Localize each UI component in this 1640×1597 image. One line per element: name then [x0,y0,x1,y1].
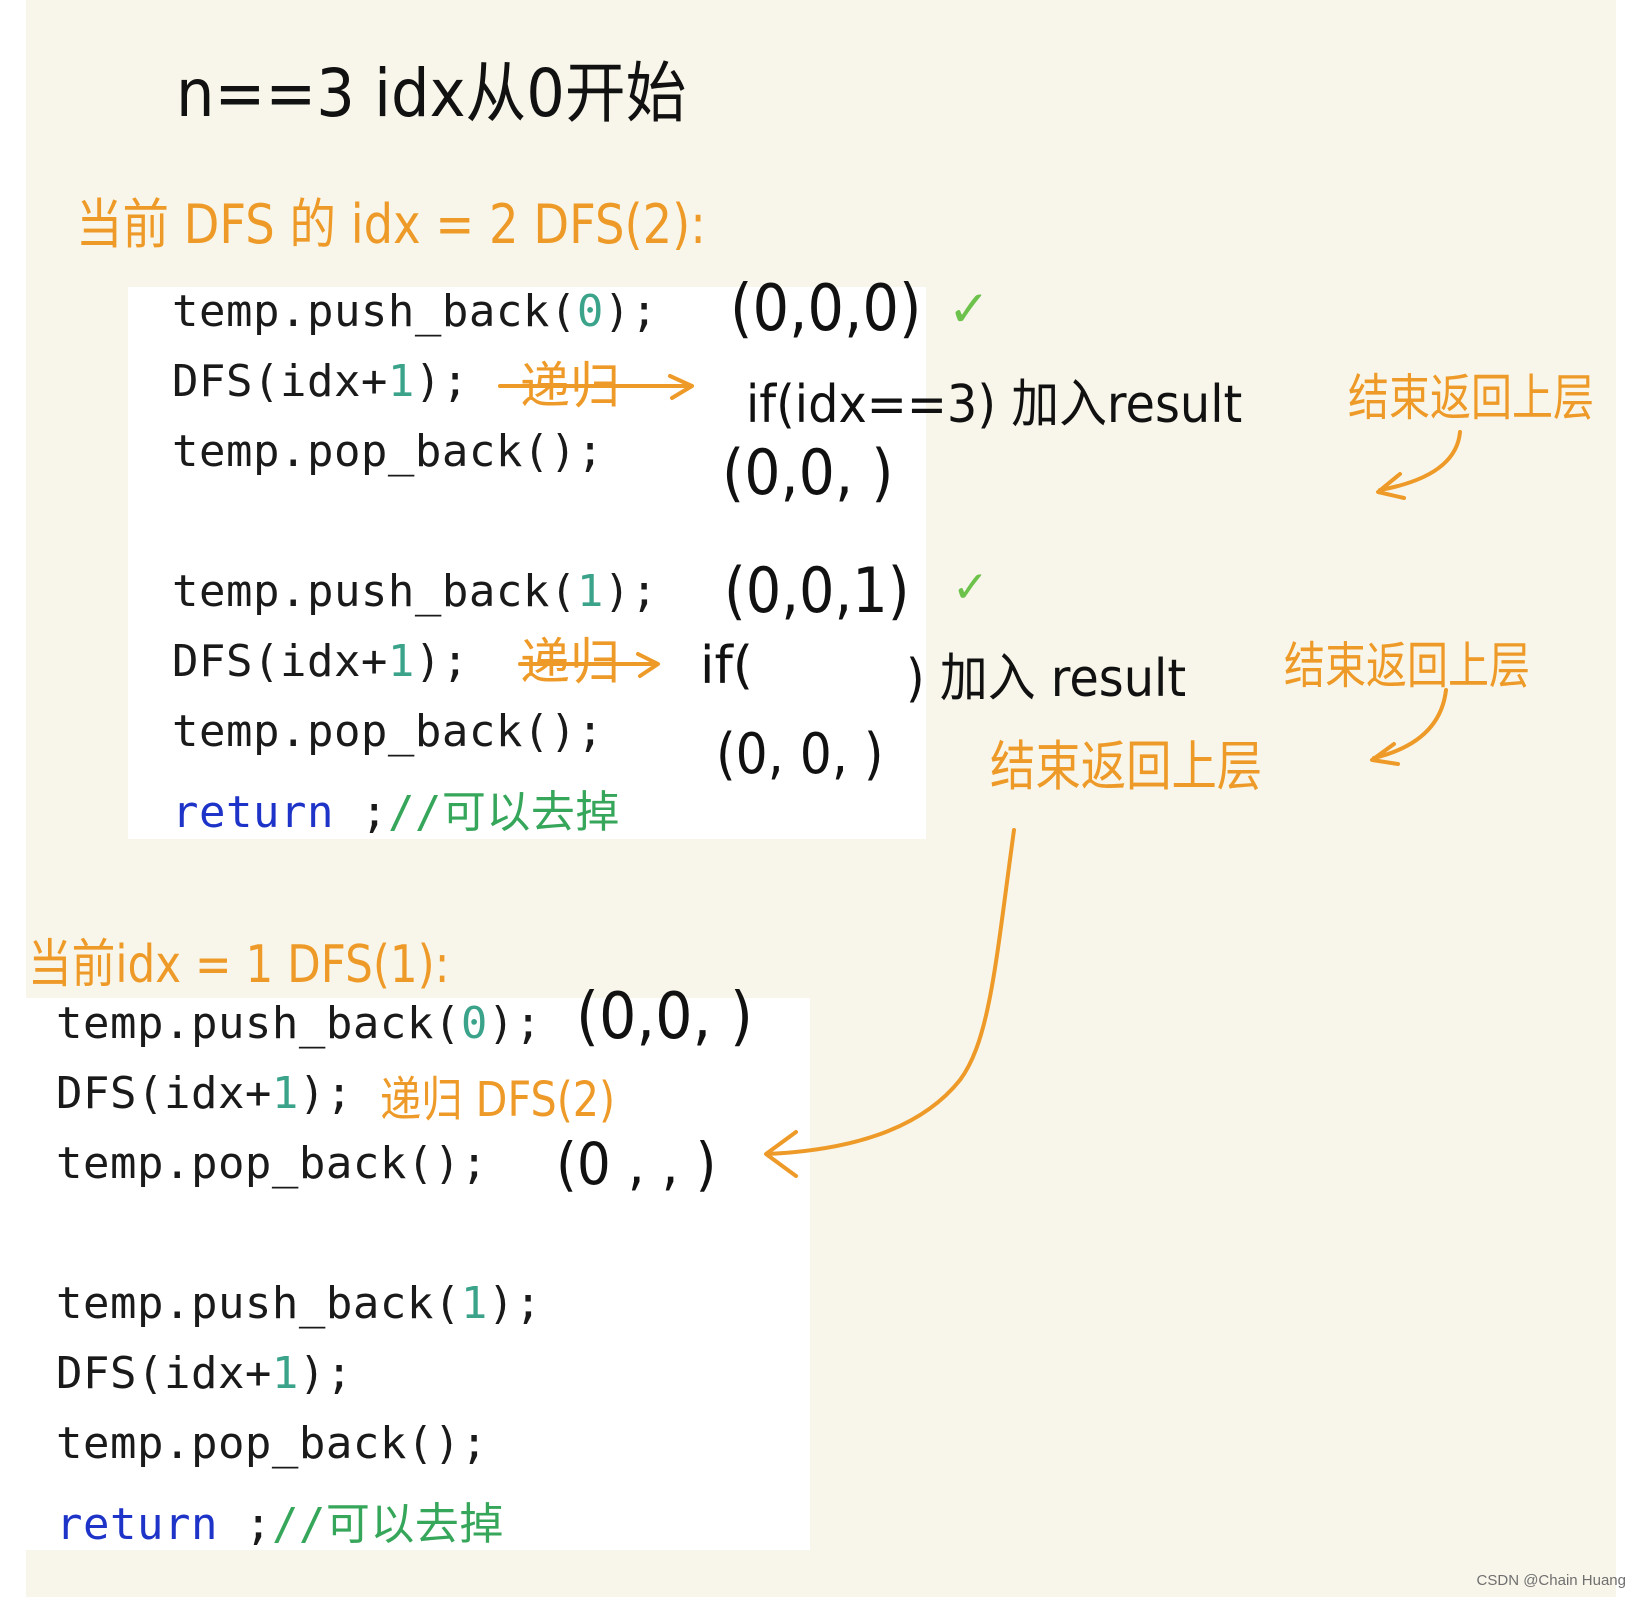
s1-recurse-2: 递归 [520,633,620,691]
section1-code-line-2: DFS(idx+1); [172,356,469,407]
section1-code-line-4: temp.push_back(1); [172,566,658,617]
s1-end-2: 结束返回上层 [1284,637,1530,695]
watermark: CSDN @Chain Huang [1476,1572,1626,1589]
s1-end-3: 结束返回上层 [990,735,1263,798]
s1-state-001: (0,0,1) [724,554,910,627]
s1-state-00: (0,0, ) [722,436,894,509]
s1-cond-2b: ) 加入 result [906,649,1187,709]
title-note: n==3 idx从0开始 [176,55,687,132]
s1-cond-1: if(idx==3) 加入result [746,375,1243,435]
section1-code-line-3: temp.pop_back(); [172,426,604,477]
section1-heading: 当前 DFS 的 idx = 2 DFS(2): [76,193,706,256]
s1-end-1: 结束返回上层 [1348,369,1594,427]
section2-code-line-1: temp.push_back(0); [56,998,542,1049]
section2-code-return: return ;//可以去掉 [56,1499,504,1550]
section2-code-line-4: temp.push_back(1); [56,1278,542,1329]
s1-check-2: ✓ [952,562,989,613]
s1-state-00b: (0, 0, ) [716,722,884,787]
section1-code-line-1: temp.push_back(0); [172,286,658,337]
section2-heading: 当前idx = 1 DFS(1): [28,935,450,995]
s1-state-000: (0,0,0) [730,272,922,346]
section1-code-return: return ;//可以去掉 [172,787,620,838]
section2-code-block [26,998,810,1550]
section2-code-line-2: DFS(idx+1); [56,1068,353,1119]
section1-code-line-6: temp.pop_back(); [172,706,604,757]
s2-recurse-dfs2: 递归 DFS(2) [380,1072,616,1128]
s1-check-1: ✓ [948,280,990,338]
section2-code-line-6: temp.pop_back(); [56,1418,488,1469]
s2-state-0: (0 , , ) [556,1130,717,1198]
section2-code-line-3: temp.pop_back(); [56,1138,488,1189]
s2-state-00: (0,0, ) [576,980,754,1054]
s1-cond-2a: if( [700,636,754,696]
section1-code-line-5: DFS(idx+1); [172,636,469,687]
s1-recurse-1: 递归 [520,357,620,415]
section2-code-line-5: DFS(idx+1); [56,1348,353,1399]
